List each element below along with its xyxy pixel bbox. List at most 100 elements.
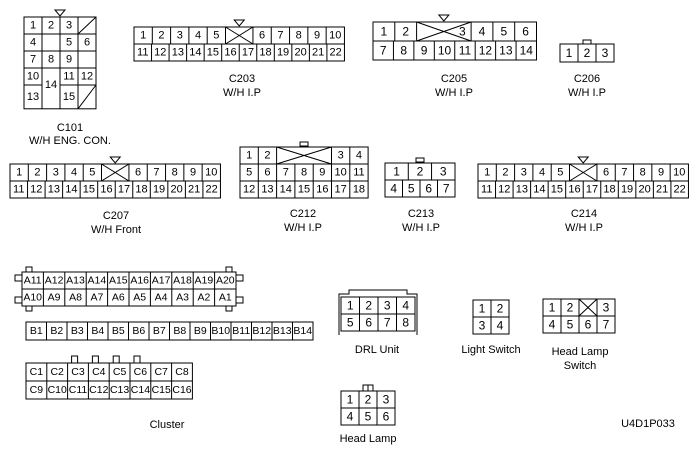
pin-label: 3 (521, 167, 527, 179)
pin-label: A15 (109, 275, 128, 287)
pin-label: 11 (63, 71, 74, 83)
pin-label: B4 (91, 325, 104, 337)
pin-label: 4 (479, 25, 486, 39)
blank-cavity-mark (569, 163, 598, 182)
pin-label: 5 (213, 30, 219, 42)
pin-label: 1 (347, 393, 354, 407)
pin-label: 1 (484, 167, 490, 179)
connector-caption: C101 (57, 122, 83, 134)
lock-tab (112, 355, 120, 364)
pin-label: 15 (63, 91, 75, 103)
pin-label: 5 (567, 318, 574, 332)
pin-label: 8 (640, 167, 646, 179)
lock-tab (582, 39, 592, 45)
pin-label: 7 (153, 167, 159, 179)
pin-label: 11 (481, 184, 492, 196)
pin-label: 11 (459, 44, 472, 58)
pin-label: 6 (603, 167, 609, 179)
pin-label: 12 (30, 184, 42, 196)
pin-label: C8 (175, 366, 189, 378)
pin-label: 6 (522, 25, 529, 39)
pin-label: 3 (384, 299, 391, 313)
pin-label: 15 (551, 184, 563, 196)
pin-label: 12 (243, 184, 255, 196)
pin-label: 3 (177, 30, 183, 42)
blank-cavity-mark (276, 146, 332, 165)
pin-label: B11 (232, 325, 250, 337)
pin-label: 11 (353, 167, 364, 179)
connector-caption: W/H I.P (435, 87, 473, 99)
connector-caption: W/H I.P (284, 222, 322, 234)
pin-label: 8 (172, 167, 178, 179)
pin-label: 12 (154, 47, 166, 59)
pin-label: 22 (330, 47, 342, 59)
pin-label: 1 (479, 302, 486, 316)
figure-id: U4D1P033 (621, 418, 675, 430)
blank-cavity-mark (225, 26, 254, 45)
side-latch (14, 296, 23, 304)
pin-label: 8 (301, 167, 307, 179)
divider-line (77, 84, 97, 110)
pin-label: 3 (66, 20, 72, 32)
pin-label: 6 (365, 316, 372, 330)
pin-label: 12 (479, 44, 493, 58)
pin-label: 6 (259, 30, 265, 42)
pin-label: C5 (113, 366, 127, 378)
key-triangle (109, 156, 122, 164)
pin-label: 9 (66, 54, 72, 66)
side-latch (14, 274, 23, 282)
connector-caption: Cluster (150, 419, 185, 431)
pin-label: 4 (539, 167, 545, 179)
pin-label: 2 (497, 302, 504, 316)
key-triangle (437, 14, 450, 22)
pin-label: 9 (421, 44, 428, 58)
pin-label: A20 (216, 275, 235, 287)
connector-shell (338, 289, 418, 335)
pin-label: 10 (438, 44, 452, 58)
pin-label: 17 (242, 47, 254, 59)
pin-label: B3 (71, 325, 84, 337)
lock-tab (299, 141, 309, 147)
pin-label: 19 (153, 184, 165, 196)
pin-label: A12 (45, 275, 64, 287)
pin-label: 16 (224, 47, 236, 59)
pin-label: 16 (568, 184, 580, 196)
pin-label: 7 (603, 318, 610, 332)
pin-label: C16 (172, 384, 191, 396)
pin-label: 17 (335, 184, 347, 196)
lock-tab (25, 266, 33, 273)
pin-label: 4 (390, 182, 397, 196)
pin-label: 2 (567, 301, 574, 315)
pin-label: 1 (566, 46, 573, 60)
pin-label: 1 (246, 150, 252, 162)
pin-label: 21 (188, 184, 200, 196)
pin-label: C7 (154, 366, 168, 378)
pin-label: 9 (319, 167, 325, 179)
pin-label: 10 (329, 30, 341, 42)
pin-label: 13 (261, 184, 273, 196)
pin-label: 7 (380, 44, 387, 58)
pin-label: A16 (130, 275, 149, 287)
pin-label: 6 (585, 318, 592, 332)
pin-label: 2 (48, 20, 54, 32)
pin-label: 13 (499, 44, 513, 58)
pin-label: 15 (298, 184, 310, 196)
side-latch (235, 296, 244, 304)
connector-caption: W/H I.P (223, 87, 261, 99)
pin-label: 1 (381, 25, 388, 39)
pin-label: B2 (50, 325, 63, 337)
pin-label: A19 (195, 275, 214, 287)
pin-label: A2 (197, 292, 210, 304)
pin-label: A7 (90, 292, 103, 304)
pin-label: 14 (45, 79, 57, 91)
pin-label: 13 (516, 184, 528, 196)
connector-caption: W/H Front (91, 224, 141, 236)
pin-label: B14 (293, 325, 312, 337)
pin-label: 4 (195, 30, 201, 42)
connector-caption: W/H I.P (568, 87, 606, 99)
connector-body (239, 146, 369, 199)
pin-label: 3 (338, 150, 344, 162)
connector-caption: W/H ENG. CON. (29, 135, 111, 147)
pin-label: 4 (30, 37, 36, 49)
